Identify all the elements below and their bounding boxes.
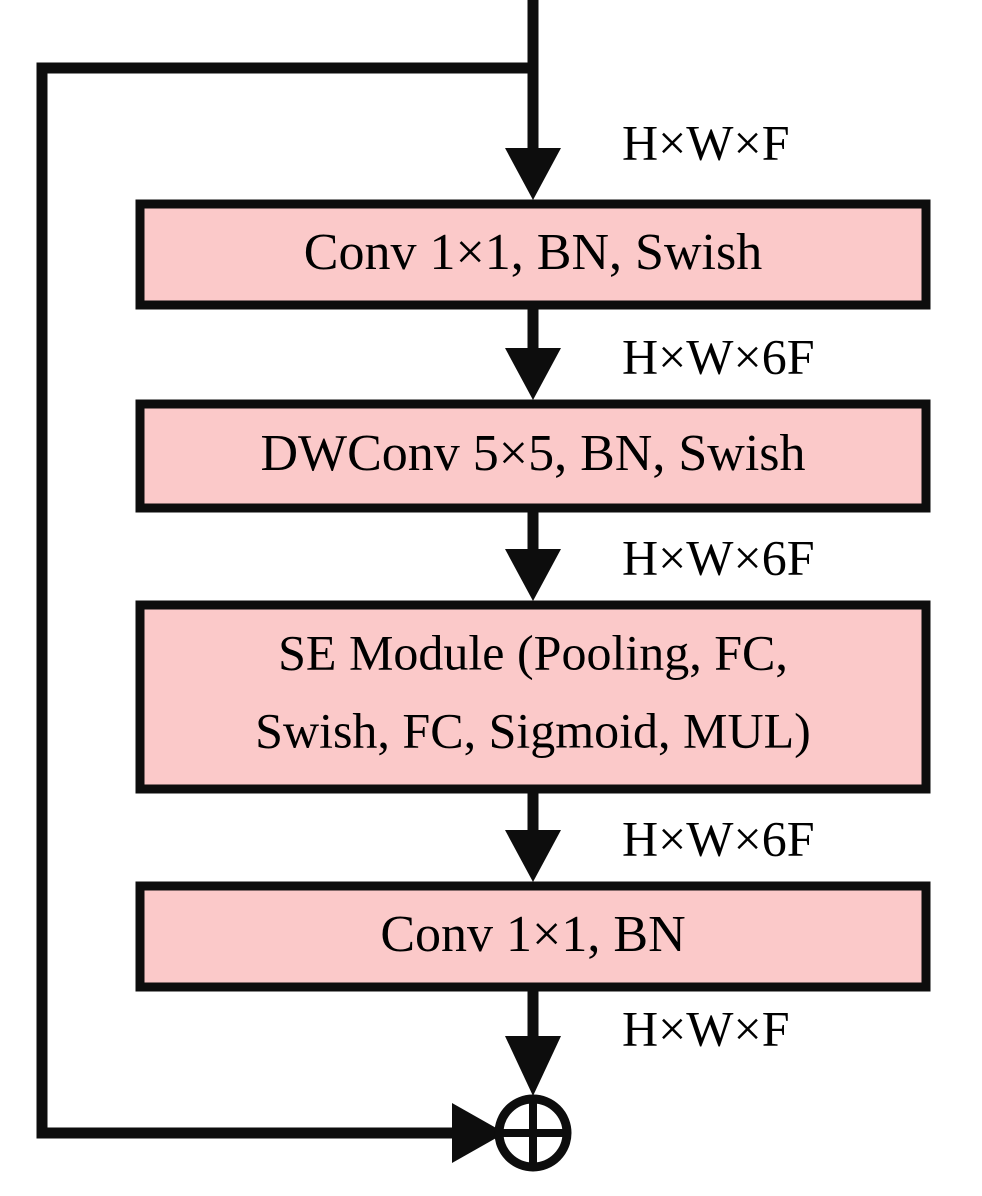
tensor-label-after-conv2: H×W×F	[622, 1000, 790, 1056]
arrowhead-into-sum-icon	[505, 1036, 561, 1096]
block-conv1[interactable]	[135, 199, 931, 310]
arrowhead-into-se-icon	[505, 549, 561, 601]
arrowhead-into-dwconv-icon	[505, 348, 561, 400]
residual-skip-connection	[36, 62, 533, 1139]
tensor-label-input: H×W×F	[622, 114, 790, 170]
block-conv2-label: Conv 1×1, BN	[380, 906, 685, 963]
tensor-label-after-se: H×W×6F	[622, 810, 815, 866]
arrowhead-into-conv2-icon	[505, 830, 561, 882]
block-se-module-label-line1: SE Module (Pooling, FC,	[278, 624, 788, 680]
tensor-label-after-dwconv: H×W×6F	[622, 529, 815, 585]
skip-arrowhead-icon	[452, 1103, 505, 1163]
arrowhead-into-conv1-icon	[505, 148, 561, 200]
block-conv2[interactable]	[135, 881, 931, 992]
tensor-label-after-conv1: H×W×6F	[622, 328, 815, 384]
block-dwconv[interactable]	[135, 399, 931, 513]
block-conv1-label: Conv 1×1, BN, Swish	[304, 224, 762, 281]
block-se-module[interactable]	[135, 600, 931, 794]
block-se-module-label-line2: Swish, FC, Sigmoid, MUL)	[255, 702, 811, 758]
block-dwconv-label: DWConv 5×5, BN, Swish	[260, 425, 805, 482]
